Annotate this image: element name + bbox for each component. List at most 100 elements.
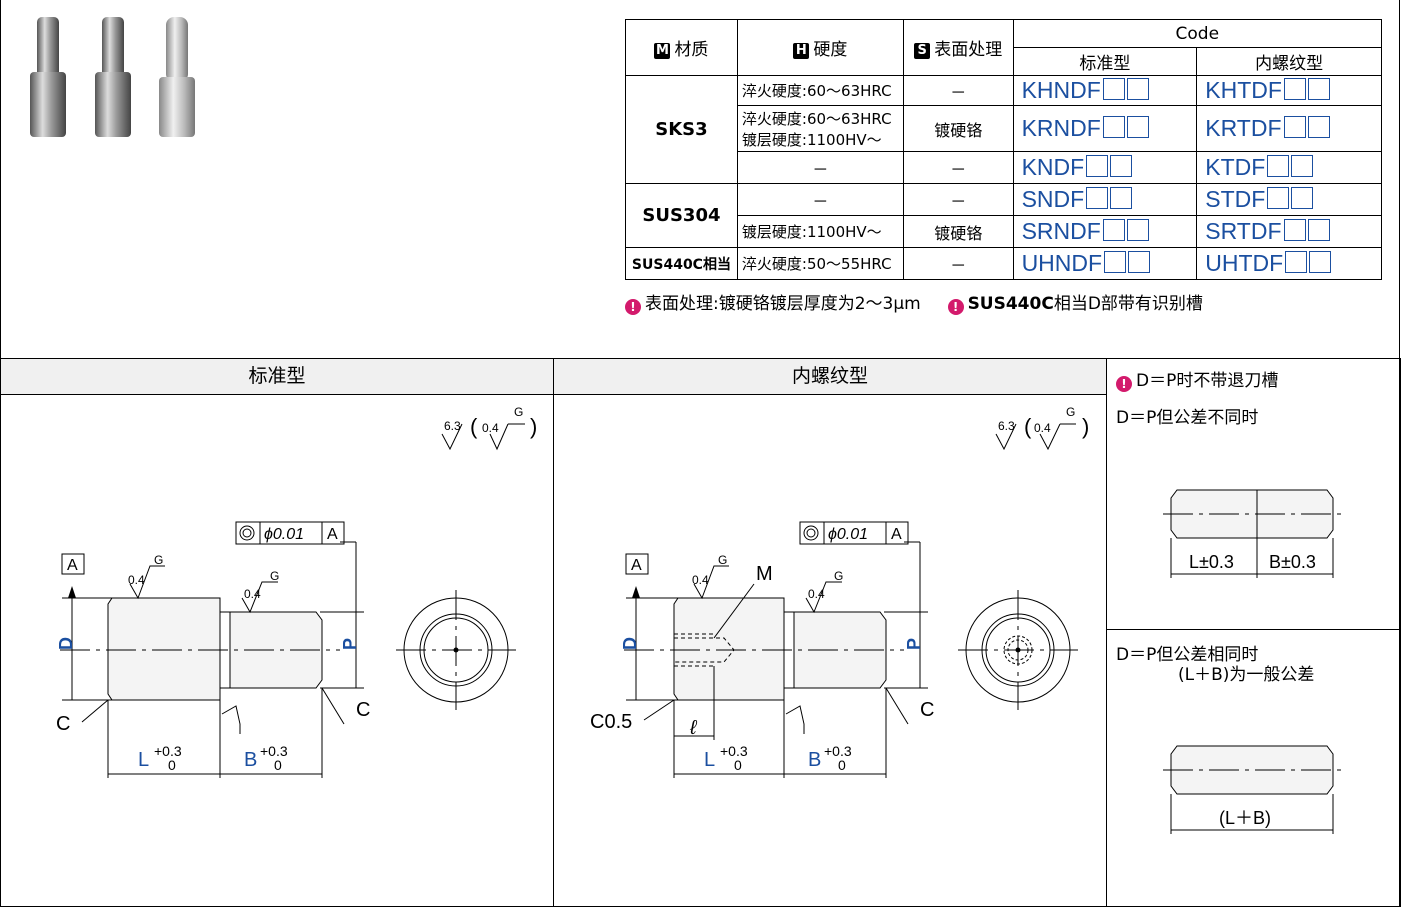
- chamfer-c05: C0.5: [590, 711, 632, 733]
- dim-p: P: [340, 638, 360, 650]
- standard-drawing: 6.3 ( 0.4 G ) ϕ0.01 A A D P 0.4 G 0.4 G …: [56, 405, 537, 778]
- svg-text:A: A: [891, 526, 902, 543]
- internal-drawing: 6.3 ( 0.4 G ) ϕ0.01 A A D P 0.4 G 0.4 G …: [590, 405, 1089, 778]
- pin-2: [95, 17, 131, 137]
- hardness-cell: －: [736, 151, 904, 184]
- code-std[interactable]: SRNDF: [1012, 215, 1198, 248]
- notes: !表面处理:镀硬铬镀层厚度为2～3μm !SUS440C相当D部带有识别槽: [625, 289, 1203, 315]
- code-int[interactable]: KRTDF: [1196, 105, 1382, 152]
- code-int[interactable]: KHTDF: [1196, 75, 1382, 106]
- surface-cell: 镀硬铬: [902, 215, 1014, 248]
- svg-text:G: G: [270, 569, 279, 583]
- svg-text:0: 0: [274, 757, 282, 773]
- concentricity-value: ϕ0.01: [264, 526, 304, 543]
- header-code: Code: [1012, 19, 1383, 48]
- surface-cell: 镀硬铬: [902, 105, 1014, 152]
- datum-ref: A: [327, 526, 338, 543]
- side-drawing: L±0.3 B±0.3 (L＋B): [1163, 489, 1343, 834]
- code-std[interactable]: UHNDF: [1012, 247, 1198, 280]
- side-sub1: D＝P但公差不同时: [1116, 408, 1259, 428]
- svg-text:G: G: [834, 569, 843, 583]
- code-std[interactable]: KHNDF: [1012, 75, 1198, 106]
- note-sus440c-bold: SUS440C: [967, 294, 1054, 314]
- code-std[interactable]: KNDF: [1012, 151, 1198, 184]
- code-int[interactable]: UHTDF: [1196, 247, 1382, 280]
- pin-3: [159, 17, 195, 137]
- surface-cell: －: [902, 183, 1014, 216]
- dim-b-tol: B±0.3: [1269, 552, 1316, 572]
- svg-text:ϕ0.01: ϕ0.01: [828, 526, 868, 543]
- hardness-icon: H: [793, 43, 810, 59]
- code-std[interactable]: KRNDF: [1012, 105, 1198, 152]
- svg-text:0: 0: [734, 757, 742, 773]
- svg-text:G: G: [1066, 405, 1075, 419]
- svg-text:+0.3: +0.3: [260, 743, 288, 759]
- header-standard: 标准型: [1012, 47, 1198, 76]
- hardness-cell: －: [736, 183, 904, 216]
- dim-l: L: [138, 749, 149, 771]
- svg-text:0.4: 0.4: [1034, 421, 1051, 435]
- svg-text:0: 0: [838, 757, 846, 773]
- pin-1: [30, 17, 66, 137]
- surface-cell: －: [902, 247, 1014, 280]
- svg-text:P: P: [904, 638, 924, 650]
- svg-text:(: (: [470, 414, 478, 439]
- hardness-cell: 镀层硬度:1100HV～: [736, 215, 904, 248]
- surface-cell: －: [902, 151, 1014, 184]
- chamfer-c-right: C: [356, 699, 370, 721]
- code-std[interactable]: SNDF: [1012, 183, 1198, 216]
- svg-text:A: A: [631, 557, 642, 574]
- svg-text:0.4: 0.4: [244, 587, 261, 601]
- header-internal: 内螺纹型: [1196, 47, 1382, 76]
- side-sub2b: (L＋B)为一般公差: [1178, 665, 1315, 685]
- dim-lb: (L＋B): [1219, 808, 1271, 828]
- code-int[interactable]: KTDF: [1196, 151, 1382, 184]
- bulb-icon: !: [947, 299, 964, 315]
- svg-text:0.4: 0.4: [692, 573, 709, 587]
- panel-internal: 内螺纹型: [553, 358, 1107, 907]
- dim-l-tol: L±0.3: [1189, 552, 1234, 572]
- dim-ell: ℓ: [689, 717, 698, 739]
- surface-cell: －: [902, 75, 1014, 106]
- roughness-g: G: [514, 405, 523, 419]
- side-note: !D＝P时不带退刀槽: [1116, 366, 1278, 392]
- svg-text:B: B: [808, 749, 821, 771]
- svg-text:): ): [530, 414, 537, 439]
- note-sus440c: 相当D部带有识别槽: [1053, 294, 1203, 314]
- svg-text:0: 0: [168, 757, 176, 773]
- bulb-icon: !: [1116, 376, 1132, 392]
- roughness-main: 6.3: [444, 419, 461, 433]
- dim-b: B: [244, 749, 257, 771]
- svg-text:): ): [1082, 414, 1089, 439]
- svg-text:+0.3: +0.3: [824, 743, 852, 759]
- datum-label: A: [67, 557, 78, 574]
- svg-text:G: G: [718, 553, 727, 567]
- hardness-cell: 淬火硬度:50～55HRC: [736, 247, 904, 280]
- code-int[interactable]: STDF: [1196, 183, 1382, 216]
- note-surface: 表面处理:镀硬铬镀层厚度为2～3μm: [645, 294, 921, 314]
- panel-internal-title: 内螺纹型: [554, 359, 1106, 395]
- material-sus304: SUS304: [625, 183, 738, 248]
- code-int[interactable]: SRTDF: [1196, 215, 1382, 248]
- panel-standard-title: 标准型: [1, 359, 553, 395]
- svg-text:+0.3: +0.3: [154, 743, 182, 759]
- material-sks3: SKS3: [625, 75, 738, 184]
- svg-text:+0.3: +0.3: [720, 743, 748, 759]
- panel-standard: 标准型: [0, 358, 554, 907]
- material-sus440c: SUS440C相当: [625, 247, 738, 280]
- surface-icon: S: [914, 43, 931, 59]
- svg-text:0.4: 0.4: [808, 587, 825, 601]
- svg-text:L: L: [704, 749, 715, 771]
- svg-text:(: (: [1024, 414, 1032, 439]
- material-icon: M: [654, 43, 671, 59]
- product-photo: [30, 17, 195, 137]
- svg-text:D: D: [620, 637, 640, 650]
- svg-text:0.4: 0.4: [128, 573, 145, 587]
- bulb-icon: !: [625, 299, 641, 315]
- thread-m: M: [756, 563, 773, 585]
- svg-text:G: G: [154, 553, 163, 567]
